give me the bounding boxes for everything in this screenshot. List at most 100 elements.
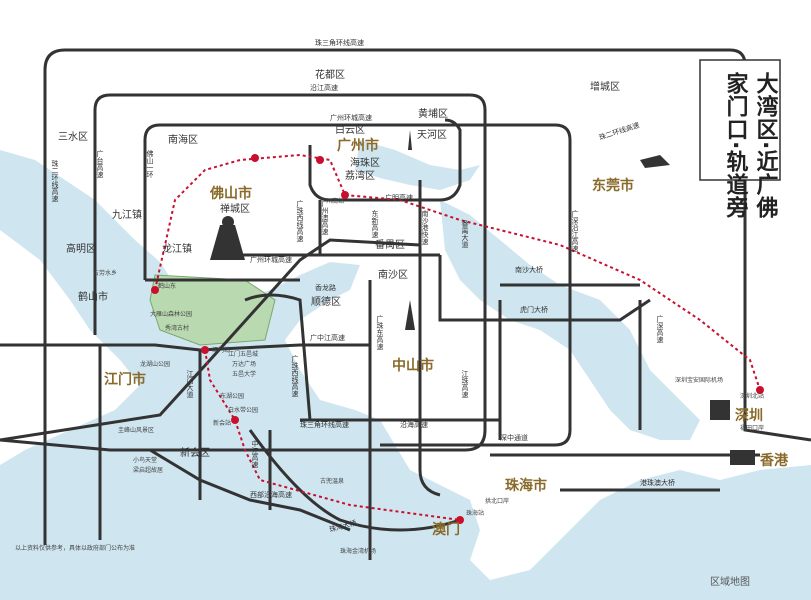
cannon-icon [640, 155, 670, 168]
road-guangshen-yanjiang: 广深沿江高速 [571, 209, 579, 253]
forest-park-area [149, 274, 276, 346]
poi-jiangmen-station: 江门站 [212, 346, 230, 354]
statue-zhongshan-icon [405, 300, 415, 330]
road-nanshagang: 南沙港快速 [421, 209, 429, 246]
title-line-1: 大湾区·近广佛 [753, 72, 780, 220]
station-zhuhai [456, 516, 464, 524]
canton-tower-icon [408, 130, 412, 150]
poi-dongcheng: 东湖公园 [220, 392, 244, 400]
district-longjiang: 龙江镇 [162, 242, 192, 255]
station-guangzhou-south [341, 191, 349, 199]
map-caption: 区域地图 [710, 575, 750, 588]
district-baiyun: 白云区 [335, 123, 365, 136]
poi-baishui: 白水带公园 [228, 406, 258, 414]
poi-weixing: 五邑大学 [232, 370, 256, 378]
district-shunde: 顺德区 [311, 295, 341, 308]
road-guangtai: 广台高速 [96, 149, 104, 179]
road-guangzhou-ring: 广州环城高速 [330, 113, 372, 122]
poi-yuanshan: 圭峰山风景区 [118, 426, 154, 434]
city-xianggang: 香港 [759, 452, 789, 469]
road-xibu-yanhai: 西部沿海高速 [250, 490, 292, 499]
road-shuangli: 番禺大道 [461, 220, 469, 249]
poi-longhu: 龙湖山公园 [140, 360, 170, 368]
road-humen: 虎门大桥 [520, 305, 548, 314]
district-huadu: 花都区 [315, 68, 345, 81]
city-dongguan: 东莞市 [592, 177, 634, 194]
road-yanjiang: 沿江高速 [310, 83, 338, 92]
city-foshan: 佛山市 [209, 185, 252, 202]
road-foshan-yi: 佛山一环 [146, 149, 154, 179]
road-guangzhong-jiang: 广中江高速 [310, 333, 345, 342]
station-foshan [251, 154, 259, 162]
poi-futian: 福田口岸 [740, 424, 764, 432]
poi-zhuhai-airport: 珠海金湾机场 [340, 547, 376, 555]
road-nansha-bridge: 南沙大桥 [515, 265, 543, 274]
road-jiangzhu: 江珠高速 [461, 370, 469, 399]
station-xinhui [231, 416, 239, 424]
road-guangzhou-ao: 广州澳高速 [321, 199, 329, 236]
district-panyu: 番禺区 [375, 239, 405, 251]
station-jiangmen [201, 346, 209, 354]
district-zengcheng: 增城区 [590, 80, 620, 93]
poi-gongbei: 拱北口岸 [485, 497, 509, 505]
road-guangzhou-xi: 广珠西线高速 [296, 199, 304, 243]
metro-stations [151, 154, 764, 524]
poi-shenzhen-north: 深圳北站 [740, 392, 764, 400]
poi-guyi: 古兜温泉 [320, 477, 344, 485]
poi-gujian: 古劳水乡 [93, 269, 117, 277]
city-zhuhai: 珠海市 [505, 477, 547, 494]
poi-guangzhou-south: 广州南站 [320, 197, 344, 205]
poi-xinhui-station: 新会站 [213, 419, 231, 427]
road-guangshen: 广深高速 [656, 314, 664, 344]
poi-heshan-east: 鹤山东 [158, 282, 176, 290]
city-shenzhen: 深圳 [735, 407, 763, 424]
poi-liangqiao: 梁启超故居 [133, 466, 163, 474]
station-heshan-east [151, 286, 159, 294]
road-zhuer-ring: 珠二环线高速 [598, 120, 641, 142]
road-dongxin: 东新高速 [371, 209, 379, 239]
city-jiangmen: 江门市 [104, 371, 146, 388]
city-aomen: 澳门 [432, 521, 460, 538]
city-zhongshan: 中山市 [392, 357, 434, 374]
road-xiangan: 香龙路 [315, 283, 336, 292]
poi-labels: 古劳水乡 大雁山森林公园 鹤山东 广州南站 深圳宝安国际机场 珠海金湾机场 珠海… [93, 197, 764, 555]
statue-head-icon [222, 216, 234, 228]
district-gaoming: 高明区 [66, 242, 96, 255]
district-labels: 花都区 白云区 黄埔区 天河区 海珠区 荔湾区 增城区 三水区 南海区 禅城区 … [58, 68, 620, 459]
district-liwan: 荔湾区 [345, 169, 375, 182]
footnote: 以上资料仅供参考，具体以政府部门公布为准 [15, 544, 135, 552]
poi-xiaoniao: 小鸟天堂 [133, 456, 157, 464]
district-nansha: 南沙区 [378, 268, 408, 281]
road-labels: 珠三角环线高速 沿江高速 广州环城高速 珠二环线高速 广明高速 广州环城高速 广… [51, 38, 675, 534]
road-guangzhou-ring2: 广州环城高速 [250, 255, 292, 264]
road-guangzhou-xi-south: 广珠西线高速 [291, 354, 299, 398]
road-jiangmen-dadao: 江门大道 [186, 370, 194, 399]
district-xinhui: 新会区 [180, 446, 210, 459]
road-ganghzhuao: 港珠澳大桥 [640, 478, 675, 487]
road-yanhai: 沿海高速 [400, 420, 428, 429]
metro-line [154, 153, 761, 521]
title-line-2: 家门口·轨道旁 [723, 71, 750, 219]
city-labels: 广州市 佛山市 东莞市 中山市 江门市 珠海市 澳门 深圳 香港 [104, 137, 789, 538]
poi-shenzhen-airport: 深圳宝安国际机场 [675, 376, 723, 384]
hongkong-skyline-icon [730, 450, 755, 465]
poi-xiangjiang: 江门五邑城 [228, 350, 258, 358]
poi-zhuhai-station: 珠海站 [466, 509, 484, 517]
district-chancheng: 禅城区 [220, 202, 250, 215]
road-zhusan-ring: 珠三角环线高速 [300, 420, 349, 429]
district-huangpu: 黄埔区 [418, 107, 448, 120]
poi-xiuwan: 秀湾古村 [165, 324, 189, 332]
poi-dayanshan: 大雁山森林公园 [150, 310, 192, 318]
district-jiujiang: 九江镇 [112, 208, 142, 221]
statue-icon [210, 225, 245, 260]
road-guangzhou-ao2: 广珠东高速 [376, 314, 384, 351]
city-guangzhou: 广州市 [337, 137, 379, 154]
road-zhuer-ring-west: 珠二环线高速 [51, 159, 59, 203]
district-tianhe: 天河区 [417, 129, 447, 141]
district-nanhai: 南海区 [168, 133, 198, 146]
station-shenzhen-north [756, 386, 764, 394]
landmark-icons [210, 130, 755, 465]
station-guangzhou [316, 156, 324, 164]
